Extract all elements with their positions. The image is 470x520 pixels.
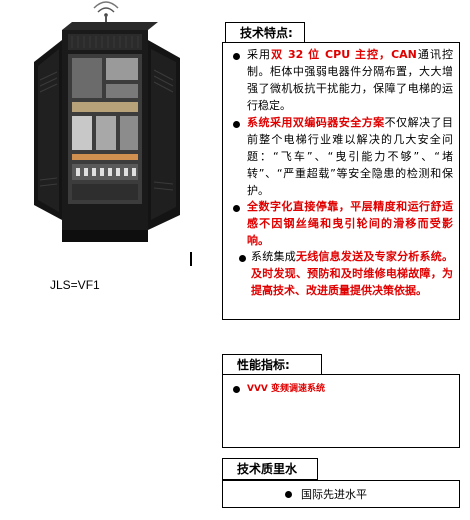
control-cabinet-illustration — [34, 1, 180, 242]
feature-text: 通讯控制。柜体中强弱电器件分隔布置，大大增强了微机板抗干扰能力，保障了电梯的运行… — [247, 48, 453, 112]
bullet-icon — [233, 386, 240, 393]
feature-text: 不仅解决了目前整个电梯行业难以解决的几大安全问题：“飞车”、“曳引能力不够”、“… — [247, 116, 454, 197]
features-header: 技术特点: — [240, 26, 293, 40]
bullet-icon — [285, 491, 292, 498]
feature-item: 系统集成无线信息发送及专家分析系统。及时发现、预防和及时维修电梯故障，为提高技术… — [251, 248, 453, 299]
performance-header-box: 性能指标: — [222, 354, 322, 376]
feature-text: 系统集成 — [251, 250, 296, 263]
bullet-icon — [239, 255, 246, 262]
feature-highlight: 系统采用双编码器安全方案 — [247, 116, 385, 129]
quality-item: 国际先进水平 — [301, 488, 367, 501]
feature-text: 采用 — [247, 48, 272, 61]
bullet-icon — [233, 53, 240, 60]
feature-highlight: 无线信息发送及专家分析系统。及时发现、预防和及时维修电梯故障，为提高技术、改进质… — [251, 250, 454, 297]
feature-item: 全数字化直接停靠，平层精度和运行舒适感不因钢丝绳和曳引轮间的滑移而受影响。 — [247, 198, 453, 249]
quality-panel: 国际先进水平 — [222, 480, 460, 508]
performance-panel: VVV 变频调速系统 — [222, 374, 460, 448]
product-caption: JLS=VF1 — [50, 278, 100, 292]
feature-highlight: 全数字化直接停靠，平层精度和运行舒适感不因钢丝绳和曳引轮间的滑移而受影响。 — [247, 200, 453, 247]
feature-item: 采用双 32 位 CPU 主控，CAN通讯控制。柜体中强弱电器件分隔布置，大大增… — [247, 46, 453, 114]
bullet-icon — [233, 121, 240, 128]
performance-item: VVV 变频调速系统 — [247, 384, 326, 394]
bullet-icon — [233, 205, 240, 212]
features-panel: 采用双 32 位 CPU 主控，CAN通讯控制。柜体中强弱电器件分隔布置，大大增… — [222, 42, 460, 320]
feature-highlight: 双 32 位 CPU 主控，CAN — [271, 48, 417, 61]
performance-header: 性能指标: — [237, 358, 290, 372]
wifi-icon — [93, 1, 119, 25]
text-caret — [190, 252, 192, 266]
quality-header: 技术质里水 — [237, 462, 298, 476]
features-header-box: 技术特点: — [225, 22, 305, 44]
feature-item: 系统采用双编码器安全方案不仅解决了目前整个电梯行业难以解决的几大安全问题：“飞车… — [247, 114, 453, 199]
product-image — [20, 0, 190, 255]
quality-header-box: 技术质里水 — [222, 458, 318, 480]
